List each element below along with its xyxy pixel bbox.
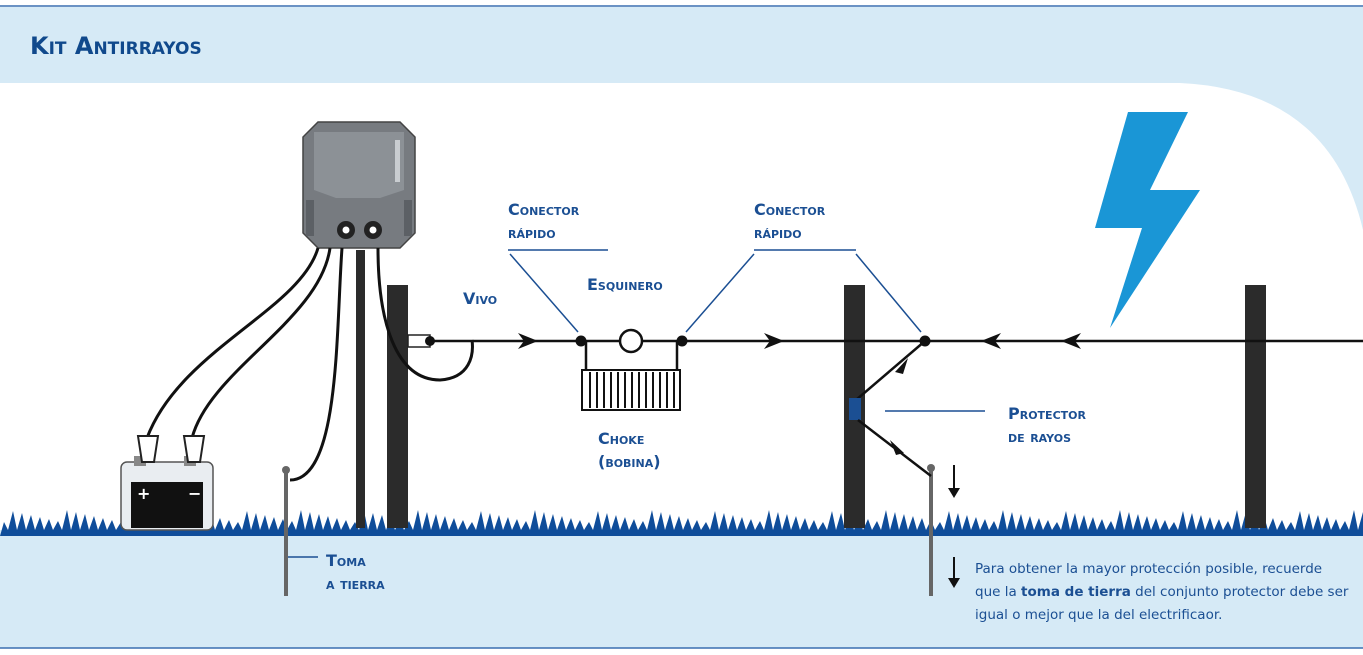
energizer-wires [145,247,474,482]
label-protector: Protector de rayos [1008,404,1092,446]
ground-rod-2 [927,464,935,596]
quick-connector-2 [676,335,688,347]
corner-insulator [618,328,644,354]
header-band [0,7,1363,83]
label-conector-1: Conector rápido [508,200,585,242]
fence-post-3 [1245,285,1266,528]
label-esquinero: Esquinero [587,275,663,294]
label-leader-lines [288,249,985,558]
svg-text:+: + [137,484,150,503]
label-conector-2: Conector rápido [754,200,831,242]
energizer-device [302,121,416,249]
lightning-bolt-icon [1095,112,1200,328]
battery-clips [136,435,206,463]
grass-strip [0,510,1363,536]
protection-note: Para obtener la mayor protección posible… [975,561,1353,623]
svg-text:−: − [188,484,201,503]
lightning-protector [849,340,932,477]
label-toma: Toma a tierra [326,551,385,593]
ground-rod-1 [282,466,290,596]
battery: + − [120,456,214,531]
sky-corner-shape [1180,83,1363,230]
current-arrows [518,333,1081,349]
fence-post-1 [387,285,408,528]
energizer-post [356,250,365,528]
label-choke: Choke (bobina) [598,429,661,471]
down-arrow-icons [948,465,960,588]
ground-band [0,530,1363,648]
choke-coil [581,341,681,411]
diagram-title: Kit Antirrayos [30,32,202,60]
label-vivo: Vivo [463,289,497,308]
insulator [407,334,435,348]
quick-connector-1 [575,335,587,347]
